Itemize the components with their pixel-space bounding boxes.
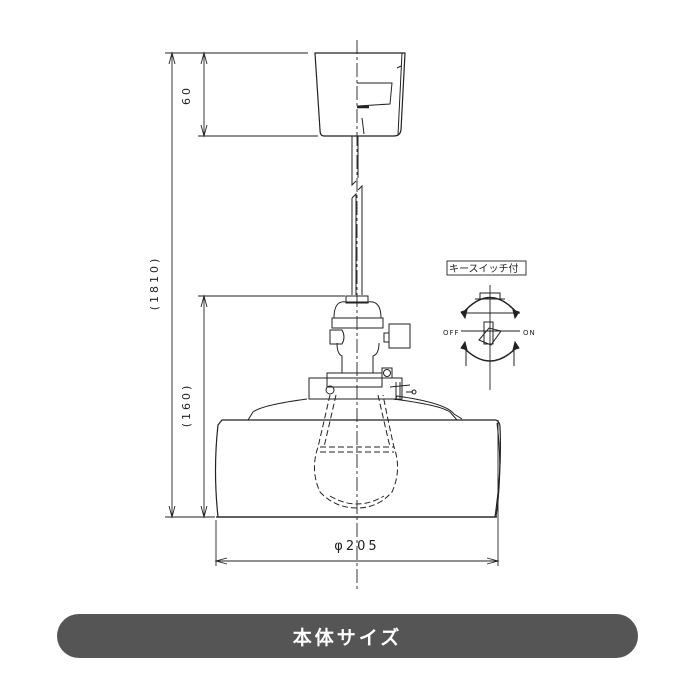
power-cord (351, 136, 363, 295)
dimension-diameter-205: φ205 (334, 539, 379, 554)
socket-assembly (308, 295, 417, 400)
dimension-60: 60 (180, 85, 193, 105)
dimension-160: (160) (180, 383, 193, 428)
dimension-1810: (1810) (148, 256, 161, 311)
footer-title-bar: 本体サイズ (57, 614, 638, 658)
light-bulb (314, 394, 398, 509)
dimension-lines (165, 51, 500, 566)
ceiling-plug-unit (314, 52, 406, 137)
key-switch-detail (446, 260, 527, 390)
lamp-shade (214, 395, 502, 518)
off-label: OFF (443, 329, 460, 337)
on-label: ON (523, 329, 536, 337)
key-switch-label: キースイッチ付 (449, 262, 519, 275)
footer-title: 本体サイズ (292, 626, 403, 649)
pendant-light-dimension-drawing: キースイッチ付 OFF ON 60 (1810) (160) φ205 (148, 40, 536, 590)
